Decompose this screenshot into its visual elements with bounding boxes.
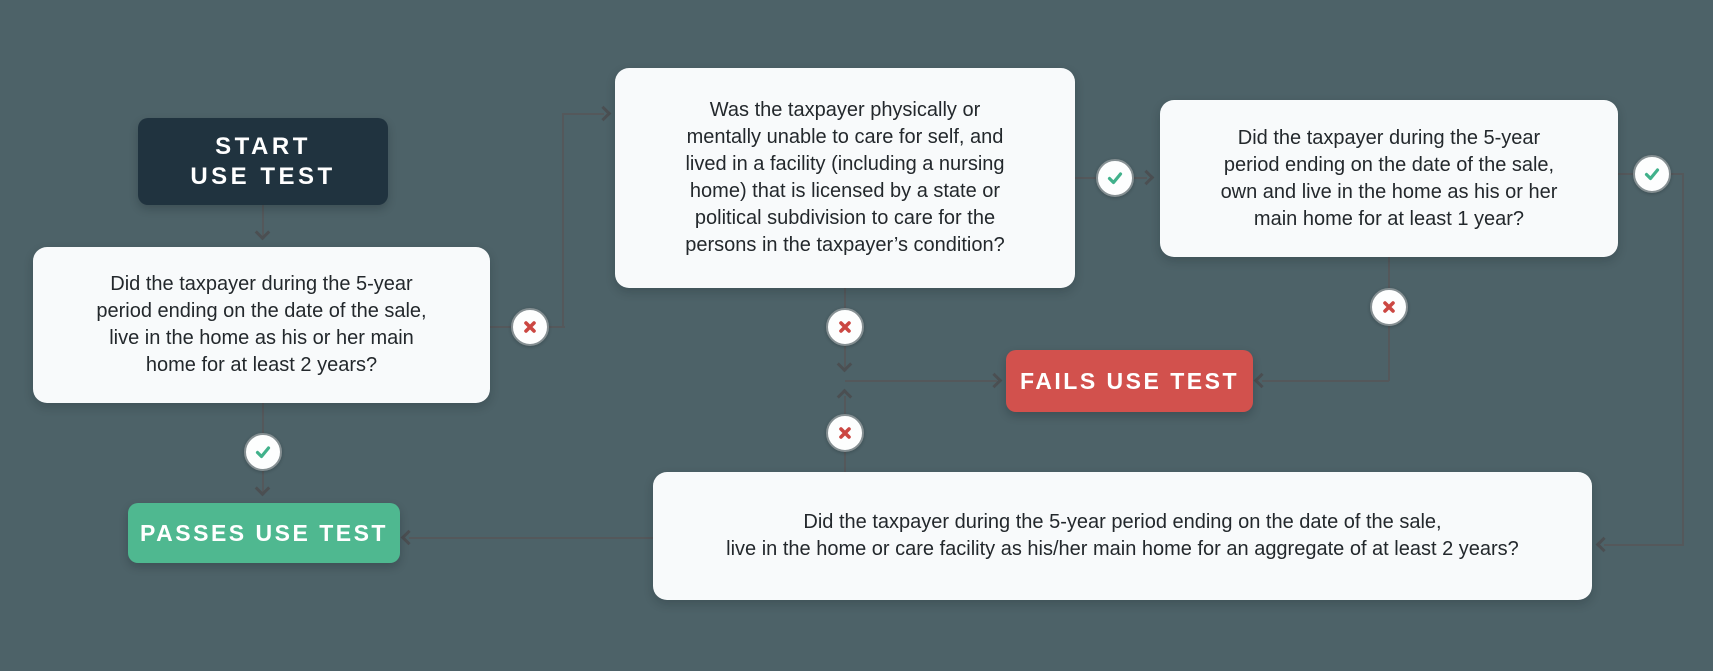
arrowhead-down-icon — [254, 480, 271, 497]
fails-label: FAILS USE TEST — [1019, 367, 1240, 394]
question-line: lived in a facility (including a nursing — [685, 153, 1005, 175]
arrowhead-right-icon — [1138, 169, 1155, 186]
no-cross-icon — [511, 308, 549, 346]
yes-check-icon — [1633, 155, 1671, 193]
arrowhead-left-icon — [1253, 372, 1270, 389]
node-start: START USE TEST — [138, 118, 388, 205]
question-line: live in the home or care facility as his… — [726, 538, 1519, 560]
connector-q3-yes-into-q4 — [1604, 544, 1683, 546]
question-line: home) that is licensed by a state or — [689, 180, 1001, 202]
question-line: main home for at least 1 year? — [1253, 207, 1525, 230]
arrowhead-down-icon — [836, 356, 853, 373]
arrowhead-right-icon — [986, 372, 1003, 389]
question-line: home for at least 2 years? — [145, 354, 378, 376]
connector-junction-to-fails-left — [845, 380, 997, 382]
node-passes-use-test: PASSES USE TEST — [128, 503, 400, 563]
no-cross-icon — [826, 414, 864, 452]
question-line: own and live in the home as his or her — [1220, 180, 1558, 203]
node-question-own-1-year: Did the taxpayer during the 5-year perio… — [1160, 100, 1618, 257]
question-line: live in the home as his or her main — [109, 327, 414, 349]
connector-q1-no-vertical — [562, 114, 564, 328]
question-line: Did the taxpayer during the 5-year — [110, 273, 413, 295]
connector-q4-yes-to-passes — [409, 537, 653, 539]
question-line: Was the taxpayer physically or — [709, 99, 981, 121]
question-line: period ending on the date of the sale, — [1223, 153, 1555, 176]
passes-label: PASSES USE TEST — [140, 519, 388, 546]
node-question-aggregate-2-years: Did the taxpayer during the 5-year perio… — [653, 472, 1592, 600]
question-line: mentally unable to care for self, and — [686, 126, 1004, 148]
arrowhead-up-icon — [836, 388, 853, 405]
connector-start-to-q1 — [262, 205, 264, 237]
yes-check-icon — [1096, 159, 1134, 197]
connector-q3-yes-vertical — [1682, 173, 1684, 546]
connector-q1-no-into-q2 — [562, 113, 604, 115]
node-question-care-facility: Was the taxpayer physically or mentally … — [615, 68, 1075, 288]
start-label-line: START — [215, 132, 311, 160]
no-cross-icon — [826, 308, 864, 346]
arrowhead-down-icon — [254, 224, 271, 241]
question-line: political subdivision to care for the — [694, 207, 996, 229]
no-cross-icon — [1370, 288, 1408, 326]
start-label-line: USE TEST — [190, 162, 336, 190]
arrowhead-right-icon — [595, 105, 612, 122]
node-question-live-2-years: Did the taxpayer during the 5-year perio… — [33, 247, 490, 403]
question-line: persons in the taxpayer’s condition? — [685, 234, 1005, 256]
arrowhead-left-icon — [400, 529, 417, 546]
question-line: period ending on the date of the sale, — [96, 300, 427, 322]
arrowhead-left-icon — [1595, 536, 1612, 553]
yes-check-icon — [244, 433, 282, 471]
question-line: Did the taxpayer during the 5-year — [1237, 126, 1541, 149]
connector-q3-no-into-fails — [1262, 380, 1389, 382]
node-fails-use-test: FAILS USE TEST — [1006, 350, 1253, 412]
question-line: Did the taxpayer during the 5-year perio… — [803, 511, 1442, 533]
